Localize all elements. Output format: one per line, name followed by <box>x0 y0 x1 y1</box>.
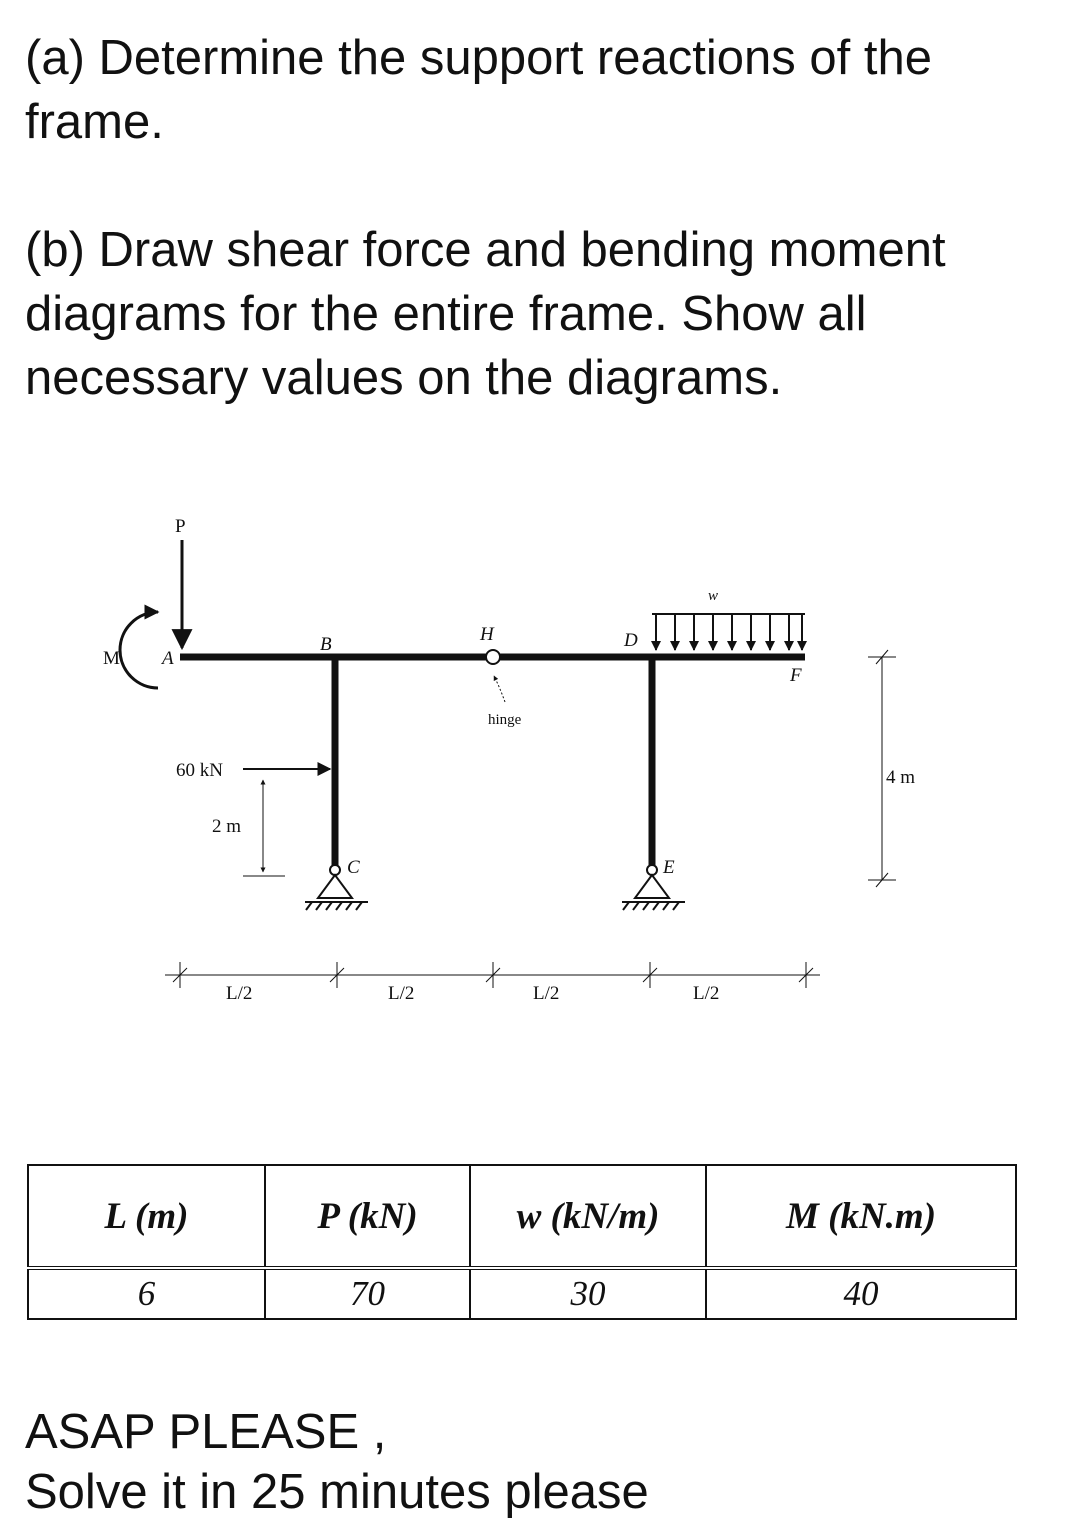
label-F: F <box>789 665 802 686</box>
pin-support-E <box>622 864 685 911</box>
label-w: w <box>708 588 718 604</box>
dim-span-ticks <box>172 962 814 988</box>
dim-4m-ticks <box>868 649 896 888</box>
pin-support-C <box>305 864 368 911</box>
moment-arrow <box>118 604 160 690</box>
question-a: (a) Determine the support reactions of t… <box>25 31 932 149</box>
header-w: w (kN/m) <box>469 1164 707 1270</box>
udl-arrows <box>651 614 807 651</box>
label-C: C <box>347 857 360 878</box>
header-P: P (kN) <box>264 1164 471 1270</box>
label-2m: 2 m <box>212 816 241 837</box>
hinge-pointer <box>493 675 506 703</box>
hinge-circle <box>485 649 501 665</box>
span-label-1: L/2 <box>226 983 252 1004</box>
label-A: A <box>160 648 174 669</box>
table-header-row: L (m) P (kN) w (kN/m) M (kN.m) <box>27 1164 1017 1270</box>
value-w: 30 <box>469 1267 707 1320</box>
footer-line-1: ASAP PLEASE , <box>25 1405 387 1459</box>
span-label-3: L/2 <box>533 983 559 1004</box>
question-b: (b) Draw shear force and bending moment … <box>25 223 946 405</box>
header-M: M (kN.m) <box>705 1164 1017 1270</box>
value-L: 6 <box>27 1267 266 1320</box>
label-P: P <box>175 516 186 537</box>
label-hinge: hinge <box>488 712 522 728</box>
table-row: 6 70 30 40 <box>27 1267 1017 1320</box>
value-P: 70 <box>264 1267 471 1320</box>
span-label-2: L/2 <box>388 983 414 1004</box>
label-4m: 4 m <box>886 767 915 788</box>
label-D: D <box>623 630 638 651</box>
label-M: M <box>103 648 120 669</box>
span-label-4: L/2 <box>693 983 719 1004</box>
label-60kN: 60 kN <box>176 760 223 781</box>
label-B: B <box>320 634 332 655</box>
label-H: H <box>479 624 495 645</box>
parameter-table: L (m) P (kN) w (kN/m) M (kN.m) 6 70 30 4… <box>27 1164 1017 1320</box>
value-M: 40 <box>705 1267 1017 1320</box>
frame-diagram: P M A B H D F hinge w 60 kN 2 m <box>103 516 915 1004</box>
footer-line-2: Solve it in 25 minutes please <box>25 1465 649 1519</box>
header-L: L (m) <box>27 1164 266 1270</box>
label-E: E <box>662 857 675 878</box>
